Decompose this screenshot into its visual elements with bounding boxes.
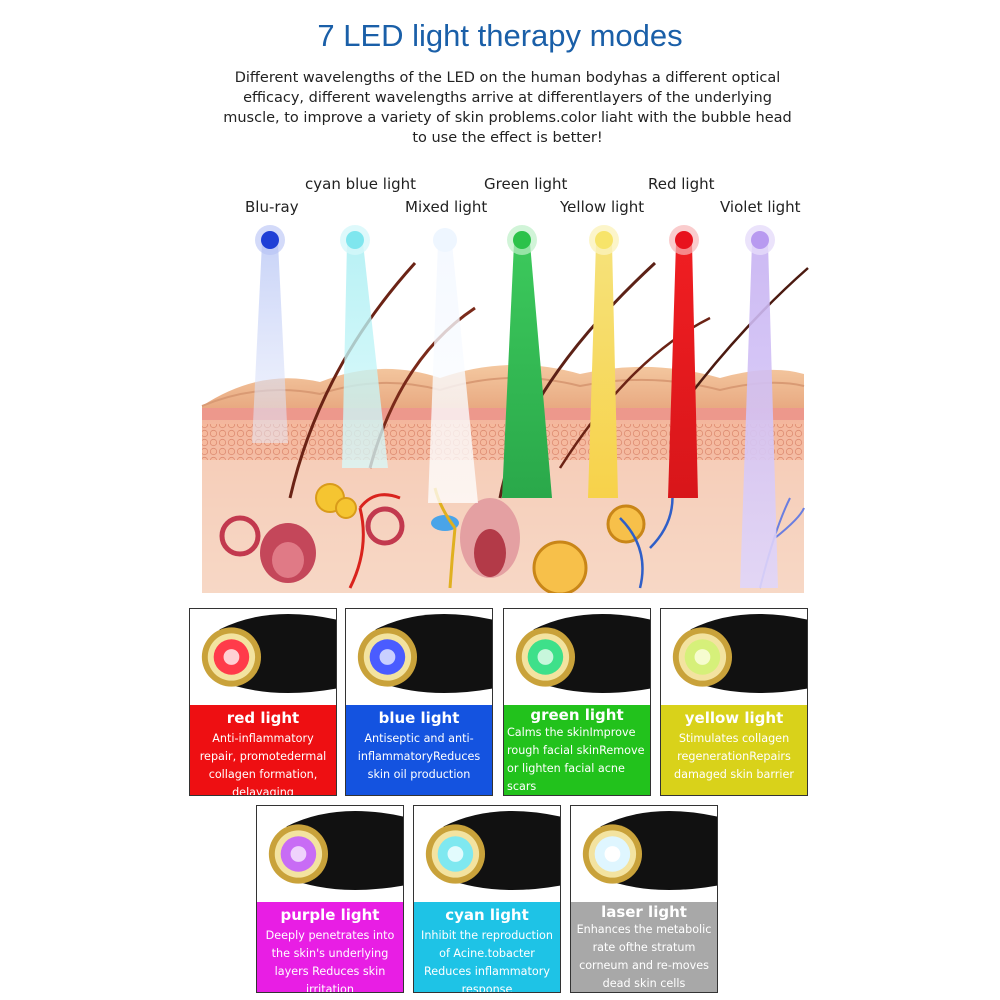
device-photo [357, 613, 492, 694]
card-description: Enhances the metabolic rate ofthe stratu… [576, 923, 712, 990]
card-cyan-light: cyan light Inhibit the reproduction of A… [413, 805, 561, 993]
device-photo [268, 810, 403, 891]
skin-cross-section [201, 261, 809, 593]
mixed-dot [433, 228, 457, 252]
card-band: red light Anti-inflammatory repair, prom… [190, 705, 336, 795]
card-laser-light: laser light Enhances the metabolic rate … [570, 805, 718, 993]
card-band: yellow light Stimulates collagen regener… [661, 705, 807, 795]
card-title: green light [530, 706, 624, 724]
light-label-red: Red light [648, 175, 715, 193]
light-label-mixed: Mixed light [405, 198, 487, 216]
card-purple-light: purple light Deeply penetrates into the … [256, 805, 404, 993]
green-dot [513, 231, 531, 249]
skin-illustration: Blu-ray cyan blue light Mixed light Gree… [201, 175, 809, 593]
card-title: blue light [378, 709, 460, 727]
light-label-green: Green light [484, 175, 568, 193]
card-title: red light [226, 709, 300, 727]
card-band: laser light Enhances the metabolic rate … [571, 902, 717, 992]
card-title: laser light [601, 903, 687, 921]
light-dots [255, 225, 775, 255]
card-band: cyan light Inhibit the reproduction of A… [414, 902, 560, 992]
light-label-blu-ray: Blu-ray [245, 198, 299, 216]
light-label-cyan-blue: cyan blue light [305, 175, 416, 193]
card-green-light: green light Calms the skinImprove rough … [503, 608, 651, 796]
red-dot [675, 231, 693, 249]
card-red-light: red light Anti-inflammatory repair, prom… [189, 608, 337, 796]
card-yellow-light: yellow light Stimulates collagen regener… [660, 608, 808, 796]
card-description: Anti-inflammatory repair, promotedermal … [199, 732, 327, 796]
card-band: green light Calms the skinImprove rough … [504, 705, 650, 795]
device-photo [582, 810, 717, 891]
device-photo [425, 810, 560, 891]
card-band: blue light Antiseptic and anti-inflammat… [346, 705, 492, 795]
card-description: Antiseptic and anti-inflammatoryReduces … [357, 732, 481, 781]
intro-text: Different wavelengths of the LED on the … [223, 70, 792, 146]
card-title: yellow light [684, 709, 784, 727]
cyan-dot [346, 231, 364, 249]
blu-ray-dot [261, 231, 279, 249]
card-description: Calms the skinImprove rough facial skinR… [507, 726, 645, 793]
light-label-violet: Violet light [720, 198, 801, 216]
card-description: Inhibit the reproduction of Acine.tobact… [421, 929, 553, 993]
card-description: Deeply penetrates into the skin's underl… [265, 929, 395, 993]
card-band: purple light Deeply penetrates into the … [257, 902, 403, 992]
light-label-yellow: Yellow light [559, 198, 644, 216]
card-title: purple light [280, 906, 380, 924]
yellow-dot [595, 231, 613, 249]
device-photo [515, 613, 650, 694]
light-beams [252, 243, 778, 588]
device-photo [201, 613, 336, 694]
device-photo [672, 613, 807, 694]
card-title: cyan light [445, 906, 529, 924]
page-title: 7 LED light therapy modes [317, 18, 683, 53]
card-blue-light: blue light Antiseptic and anti-inflammat… [345, 608, 493, 796]
violet-dot [751, 231, 769, 249]
card-description: Stimulates collagen regenerationRepairs … [674, 732, 794, 781]
